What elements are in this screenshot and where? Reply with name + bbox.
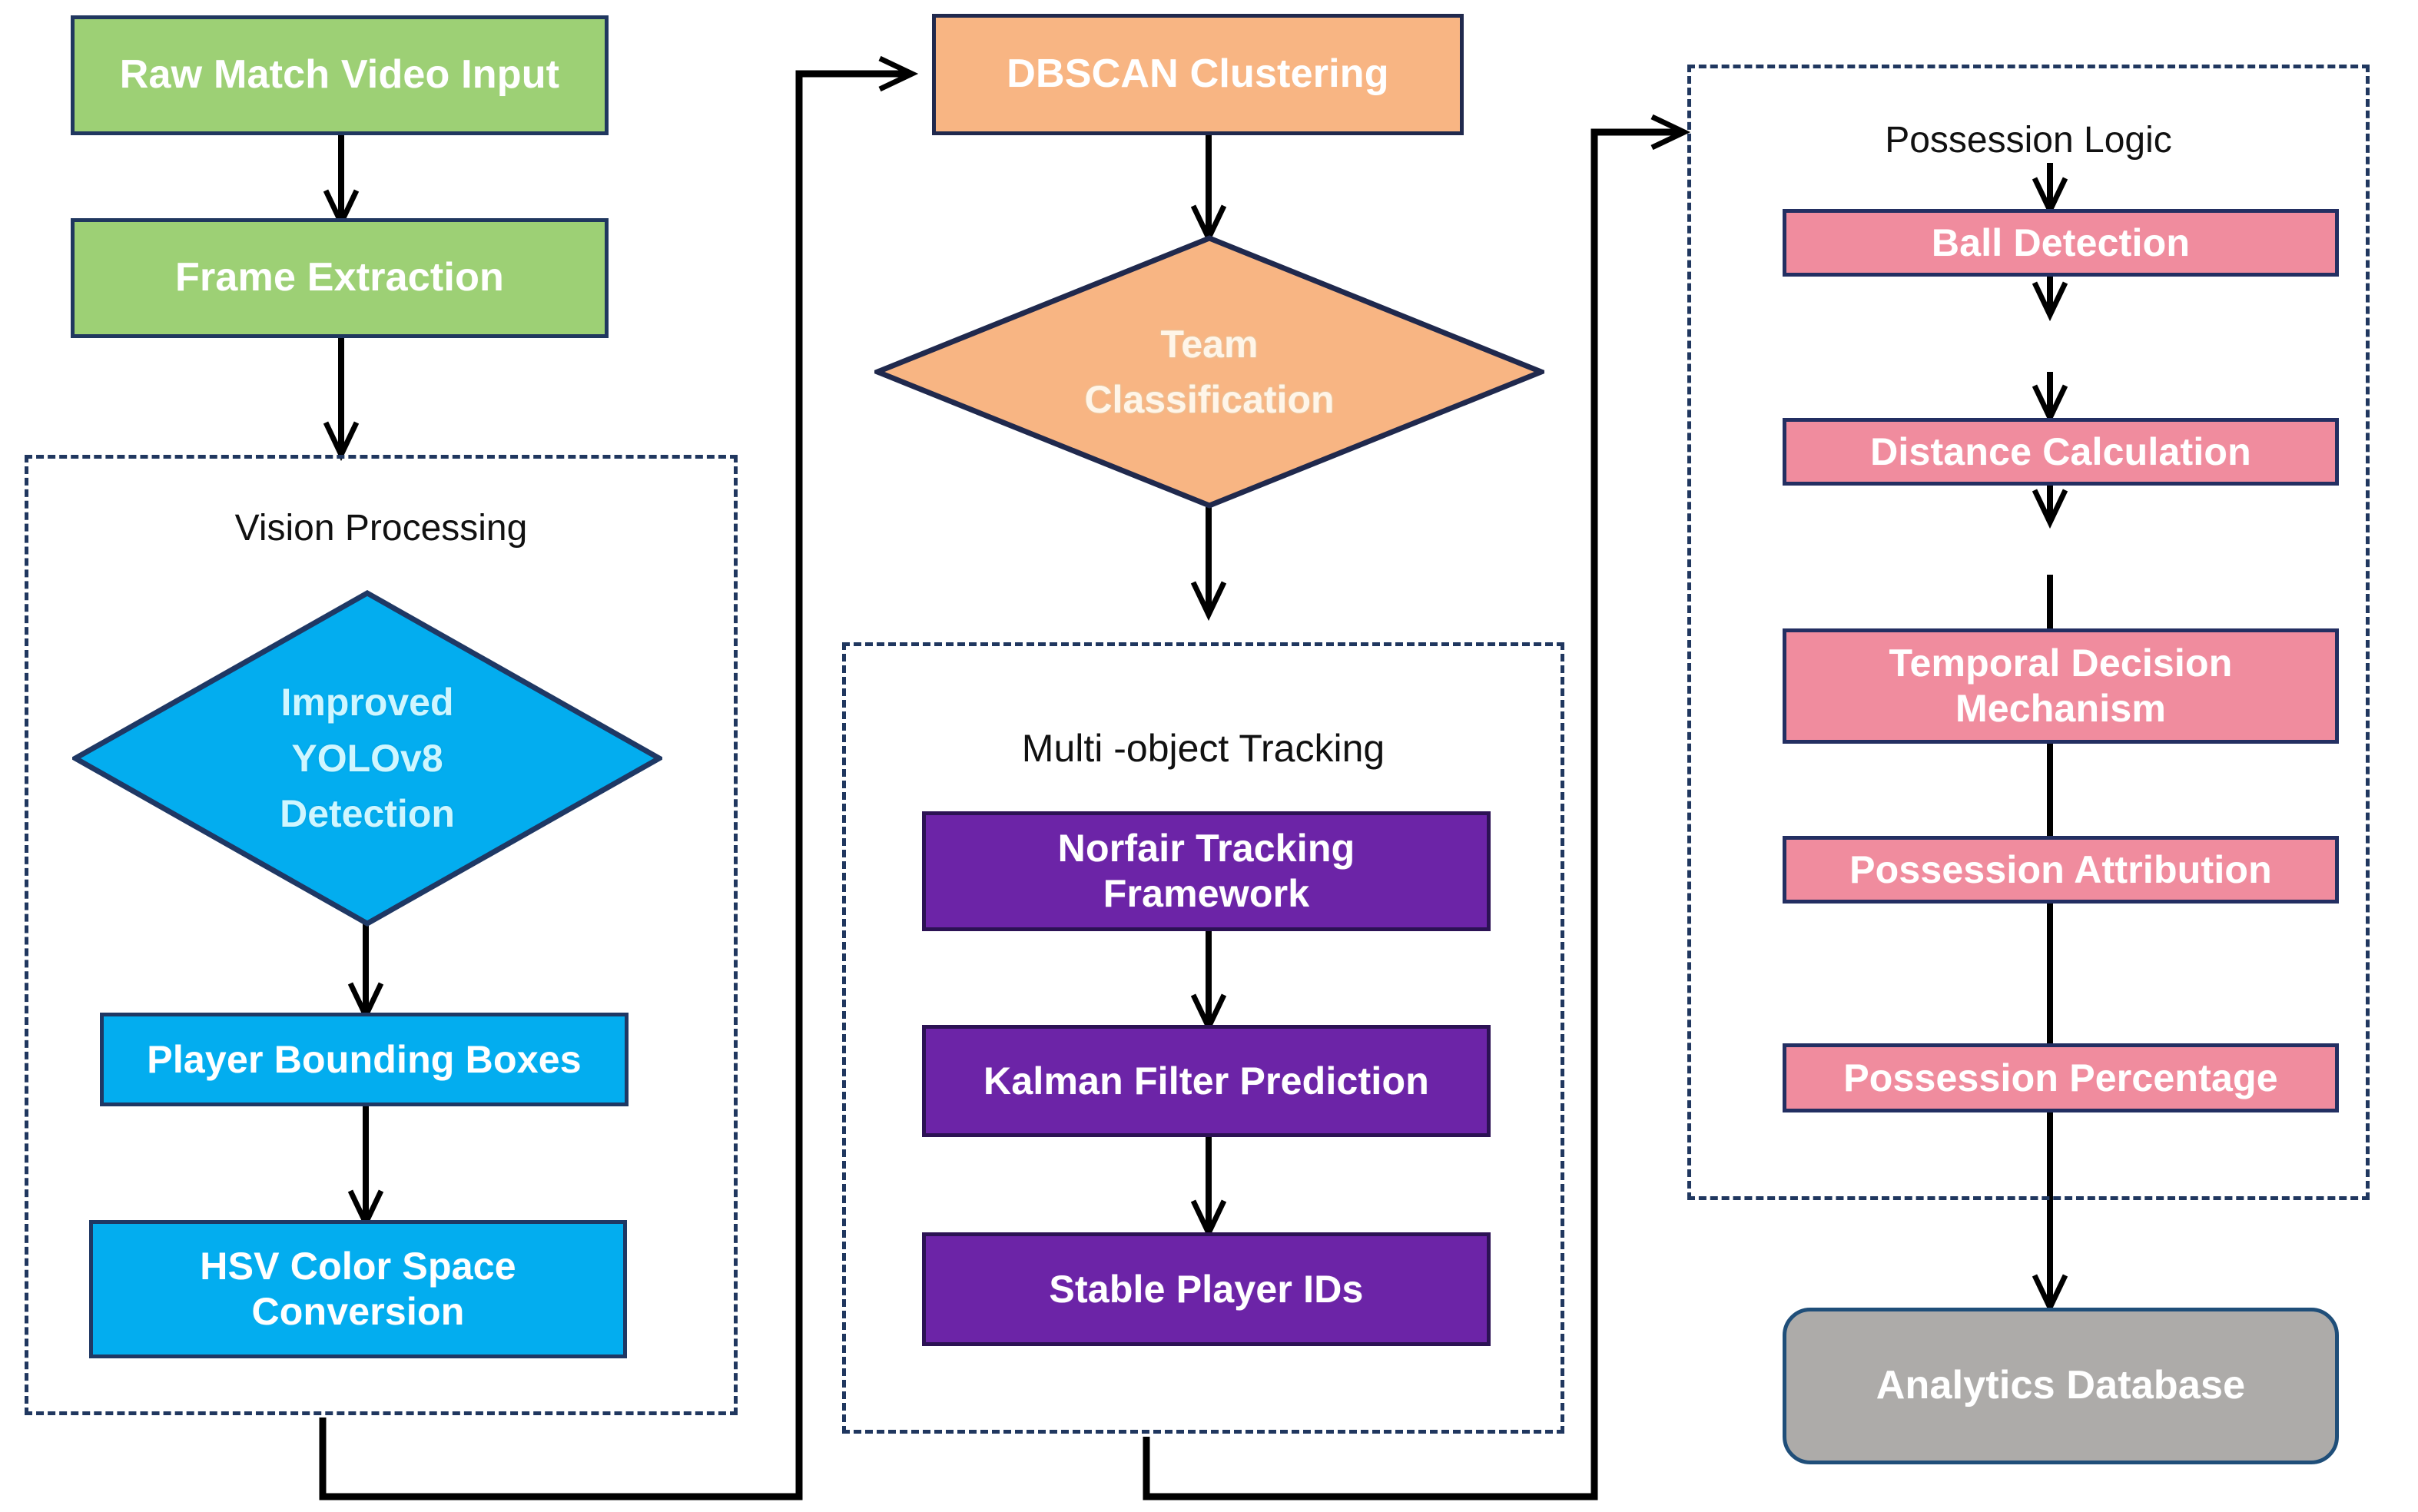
group-title-multi-object-tracking: Multi -object Tracking	[1021, 727, 1385, 770]
node-norfair-tracking-framework[interactable]: Norfair Tracking Framework	[922, 811, 1491, 931]
group-possession-logic	[1687, 65, 2370, 1200]
node-team-classification[interactable]: Team Classification	[874, 235, 1544, 509]
node-label-line-1: Temporal Decision	[1889, 642, 2233, 685]
node-label-block: Norfair Tracking Framework	[1050, 826, 1363, 917]
node-label: Possession Attribution	[1849, 847, 2272, 891]
node-distance-calculation[interactable]: Distance Calculation	[1783, 418, 2339, 486]
node-kalman-filter-prediction[interactable]: Kalman Filter Prediction	[922, 1025, 1491, 1137]
group-title-vision-processing: Vision Processing	[234, 508, 528, 549]
node-stable-player-ids[interactable]: Stable Player IDs	[922, 1232, 1491, 1346]
node-label-line-2: Conversion	[251, 1290, 465, 1333]
node-label: Ball Detection	[1931, 220, 2191, 264]
node-raw-match-video-input[interactable]: Raw Match Video Input	[71, 15, 609, 135]
group-vision-processing	[25, 455, 738, 1415]
node-label-line-1: HSV Color Space	[200, 1245, 516, 1288]
node-label-line-2: YOLOv8	[291, 736, 443, 780]
node-possession-percentage[interactable]: Possession Percentage	[1783, 1043, 2339, 1112]
node-label-line-2: Classification	[1084, 378, 1335, 421]
node-label: Analytics Database	[1876, 1363, 2246, 1408]
node-label-line-1: Team	[1160, 322, 1259, 366]
node-hsv-color-space-conversion[interactable]: HSV Color Space Conversion	[89, 1220, 627, 1358]
node-label: Kalman Filter Prediction	[983, 1059, 1429, 1102]
node-label: Stable Player IDs	[1049, 1267, 1364, 1311]
arrow-team-classification-to-tracking	[1190, 507, 1227, 622]
node-label-line-2: Mechanism	[1955, 687, 2167, 730]
node-label-line-1: Norfair Tracking	[1057, 827, 1355, 870]
node-label-block: Improved YOLOv8 Detection	[280, 675, 455, 842]
arrow-tracking-to-possession-logic	[1143, 114, 1691, 1500]
node-improved-yolov8-detection[interactable]: Improved YOLOv8 Detection	[72, 590, 662, 927]
node-label-block: Team Classification	[1084, 317, 1334, 428]
node-label: Frame Extraction	[174, 255, 504, 300]
node-player-bounding-boxes[interactable]: Player Bounding Boxes	[100, 1013, 629, 1106]
diamond-shape	[72, 590, 662, 927]
node-analytics-database[interactable]: Analytics Database	[1783, 1308, 2339, 1464]
group-title-possession-logic: Possession Logic	[1885, 120, 2172, 161]
diamond-shape	[874, 235, 1544, 509]
node-label: Raw Match Video Input	[119, 52, 560, 98]
node-label: Possession Percentage	[1843, 1056, 2278, 1099]
node-label-line-2: Framework	[1103, 872, 1310, 915]
node-frame-extraction[interactable]: Frame Extraction	[71, 218, 609, 338]
node-label-block: Temporal Decision Mechanism	[1881, 641, 2240, 731]
arrow-vision-processing-to-dbscan	[319, 55, 919, 1500]
node-possession-attribution[interactable]: Possession Attribution	[1783, 836, 2339, 904]
node-label-block: HSV Color Space Conversion	[192, 1244, 523, 1335]
node-label-line-3: Detection	[280, 792, 455, 836]
group-multi-object-tracking	[842, 642, 1564, 1434]
arrow-dbscan-to-team-classification	[1190, 135, 1227, 245]
node-label: Distance Calculation	[1870, 429, 2251, 473]
node-label-line-1: Improved	[280, 681, 454, 724]
node-ball-detection[interactable]: Ball Detection	[1783, 209, 2339, 277]
node-label: DBSCAN Clustering	[1007, 51, 1389, 97]
node-dbscan-clustering[interactable]: DBSCAN Clustering	[932, 14, 1464, 135]
node-temporal-decision-mechanism[interactable]: Temporal Decision Mechanism	[1783, 628, 2339, 744]
node-label: Player Bounding Boxes	[147, 1037, 582, 1081]
